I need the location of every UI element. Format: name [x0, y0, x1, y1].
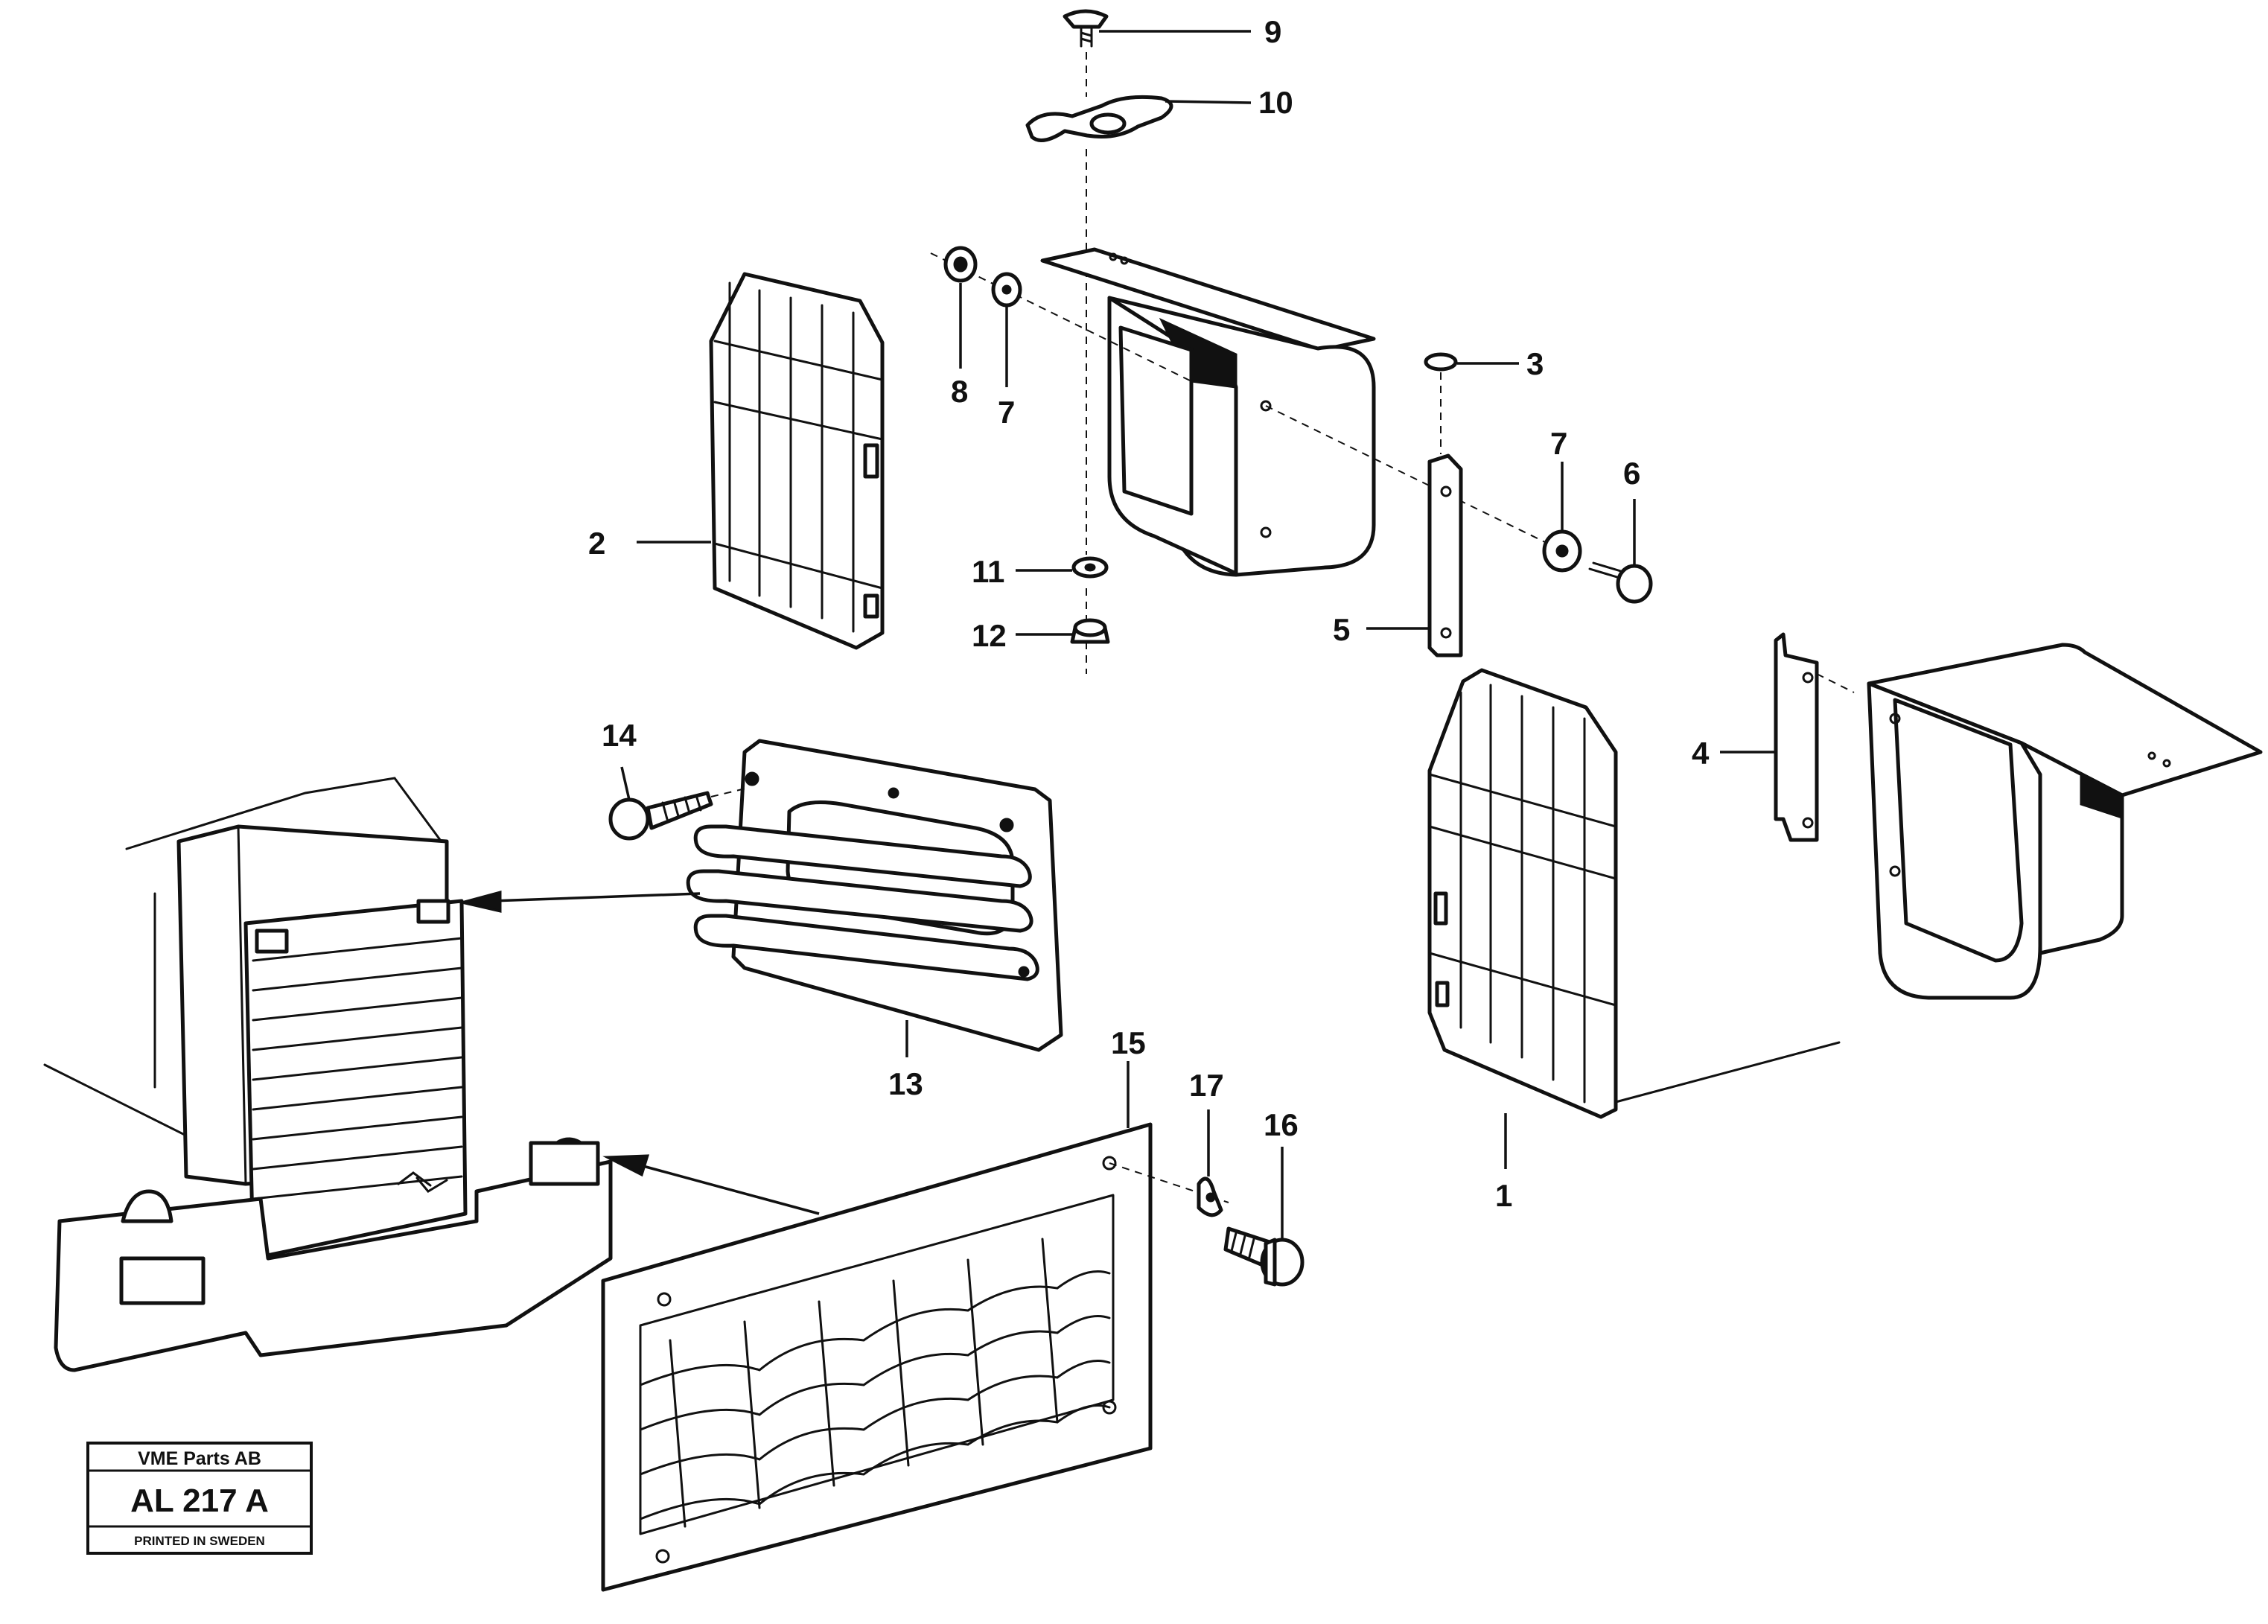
- washer-7-right: [1542, 529, 1582, 573]
- wing-latch-10: [1025, 95, 1173, 142]
- callout-15: 15: [1111, 1025, 1146, 1060]
- callout-2: 2: [588, 526, 605, 561]
- callout-13: 13: [888, 1066, 923, 1101]
- callout-10: 10: [1258, 85, 1293, 120]
- callout-1: 1: [1495, 1178, 1512, 1213]
- callout-7-upper: 7: [998, 395, 1015, 430]
- callout-5: 5: [1333, 612, 1350, 647]
- washer-7-upper: [991, 272, 1022, 308]
- screw-16: [1223, 1226, 1305, 1287]
- printed-in: PRINTED IN SWEDEN: [134, 1534, 265, 1548]
- title-block: VME Parts AB AL 217 A PRINTED IN SWEDEN: [86, 1442, 313, 1555]
- callout-17: 17: [1189, 1068, 1224, 1103]
- lower-right-box: [1867, 643, 2263, 1000]
- lamp-guard-13: [686, 739, 1063, 1052]
- callout-4: 4: [1692, 736, 1710, 771]
- vehicle-front: [43, 777, 613, 1372]
- callout-11: 11: [972, 554, 1004, 589]
- callout-9: 9: [1264, 14, 1281, 49]
- washer-11: [1071, 556, 1109, 579]
- callout-16: 16: [1264, 1107, 1299, 1142]
- callout-7-right: 7: [1550, 426, 1567, 461]
- callout-12: 12: [972, 618, 1007, 653]
- screw-9: [1063, 9, 1109, 48]
- mesh-grille-15: [601, 1122, 1153, 1592]
- screw-6: [1588, 561, 1653, 604]
- nut-12: [1070, 618, 1110, 644]
- callout-6: 6: [1623, 456, 1640, 491]
- bracket-4: [1774, 632, 1819, 842]
- grille-2: [709, 272, 885, 650]
- nut-8: [943, 246, 978, 283]
- arrow-to-bumper: [602, 1154, 820, 1215]
- bracket-5: [1427, 453, 1463, 657]
- company-name: VME Parts AB: [138, 1448, 261, 1469]
- washer-3: [1424, 352, 1458, 372]
- drawing-number: AL 217 A: [130, 1483, 269, 1519]
- callout-8: 8: [951, 374, 968, 409]
- callout-14: 14: [602, 718, 637, 753]
- callout-3: 3: [1526, 346, 1544, 381]
- clip-17: [1197, 1176, 1223, 1217]
- upper-box: [1040, 247, 1376, 577]
- arrow-to-lamp: [461, 891, 701, 913]
- grille-1: [1427, 668, 1618, 1119]
